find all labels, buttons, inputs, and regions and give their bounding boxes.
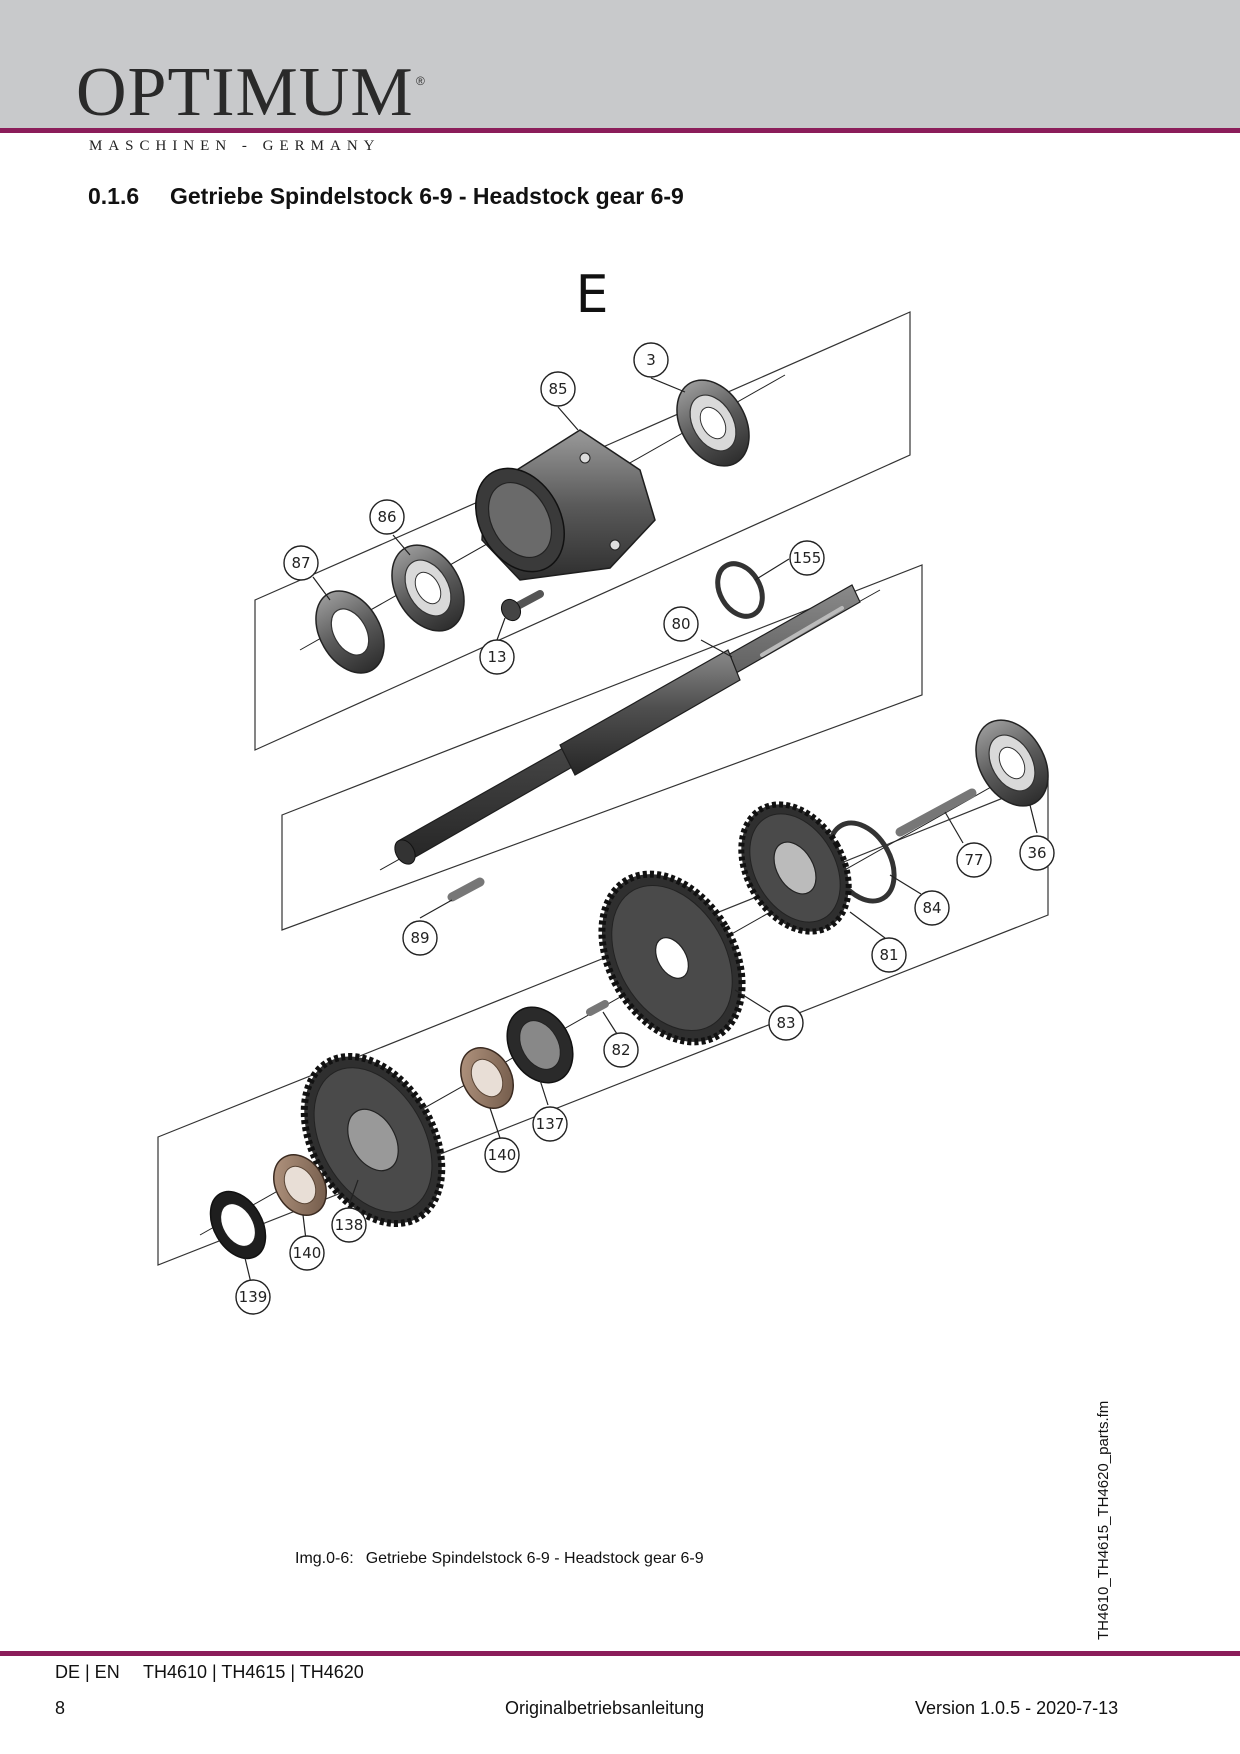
svg-text:80: 80 [671,615,690,633]
footer-models: TH4610 | TH4615 | TH4620 [143,1662,364,1682]
callout-85: 85 [540,371,576,407]
svg-text:36: 36 [1027,844,1046,862]
header-band [0,0,1240,128]
bearing-part-3 [676,379,750,467]
svg-text:137: 137 [536,1115,565,1133]
section-number: 0.1.6 [88,183,140,209]
side-filename: TH4610_TH4615_TH4620_parts.fm [1095,1400,1112,1640]
callout-13: 13 [479,639,515,675]
key-part-89 [447,877,485,902]
figure-caption-text: Getriebe Spindelstock 6-9 - Headstock ge… [365,1550,704,1567]
group-letter: E [576,265,609,325]
svg-text:13: 13 [487,648,506,666]
svg-text:81: 81 [879,946,898,964]
svg-text:140: 140 [293,1244,322,1262]
callout-82: 82 [603,1032,639,1068]
callout-83: 83 [768,1005,804,1041]
leader-lines [244,377,1038,1284]
washer-part-139 [209,1190,267,1260]
group-frame-bottom [157,779,1049,1266]
gear-part-138 [300,1052,446,1228]
callout-84: 84 [914,890,950,926]
callout-3: 3 [633,342,669,378]
figure-caption-label: Img.0-6: [295,1550,354,1567]
circlip-part-155 [715,561,765,619]
callout-80: 80 [663,606,699,642]
svg-text:138: 138 [335,1216,364,1234]
footer-version: Version 1.0.5 - 2020-7-13 [915,1698,1119,1718]
svg-text:84: 84 [922,899,941,917]
gear-part-83 [598,870,746,1046]
seal-part-87 [315,590,385,674]
figure-caption: Img.0-6: Getriebe Spindelstock 6-9 - Head… [295,1550,704,1568]
section-title-text: Getriebe Spindelstock 6-9 - Headstock ge… [170,183,684,209]
svg-text:139: 139 [239,1288,268,1306]
bearing-part-36 [975,719,1049,807]
shaft-part-80 [394,584,861,865]
svg-text:82: 82 [611,1041,630,1059]
bearing-part-86 [391,544,465,632]
callout-87: 87 [283,545,319,581]
svg-text:155: 155 [793,549,822,567]
callout-140-lower: 140 [289,1235,325,1271]
exploded-parts-diagram: E [157,265,1055,1315]
svg-text:89: 89 [410,929,429,947]
page-number: 8 [55,1698,66,1718]
svg-text:140: 140 [488,1146,517,1164]
svg-text:83: 83 [776,1014,795,1032]
section-heading: 0.1.6 Getriebe Spindelstock 6-9 - Headsto… [88,183,684,210]
callout-86: 86 [369,499,405,535]
callout-89: 89 [402,920,438,956]
footer-document-type: Originalbetriebsanleitung [505,1698,705,1718]
group-frame-middle [281,564,923,931]
svg-text:85: 85 [548,380,567,398]
bushing-part-140-lower [273,1154,327,1216]
key-part-82 [586,1000,609,1016]
callout-36: 36 [1019,835,1055,871]
svg-text:86: 86 [377,508,396,526]
svg-text:77: 77 [964,851,983,869]
svg-text:3: 3 [646,351,656,369]
callout-137: 137 [532,1106,568,1142]
housing-part-85 [475,429,656,581]
callout-77: 77 [956,842,992,878]
key-part-77 [895,788,977,837]
svg-text:87: 87 [291,554,310,572]
registered-mark: ® [416,74,425,88]
callout-81: 81 [871,937,907,973]
bushing-part-140-upper [460,1047,514,1109]
callout-140-upper: 140 [484,1137,520,1173]
screw-part-13 [500,590,544,622]
brand-subtitle: MASCHINEN - GERMANY [89,138,381,154]
brand-logo: OPTIMUM [76,54,414,131]
sleeve-part-137 [506,1006,574,1084]
footer-languages: DE | EN [55,1662,120,1682]
footer-divider [0,1651,1240,1656]
gear-part-81 [738,801,852,935]
header-divider [0,128,1240,133]
callout-155: 155 [789,540,825,576]
callout-139: 139 [235,1279,271,1315]
callout-138: 138 [331,1207,367,1243]
